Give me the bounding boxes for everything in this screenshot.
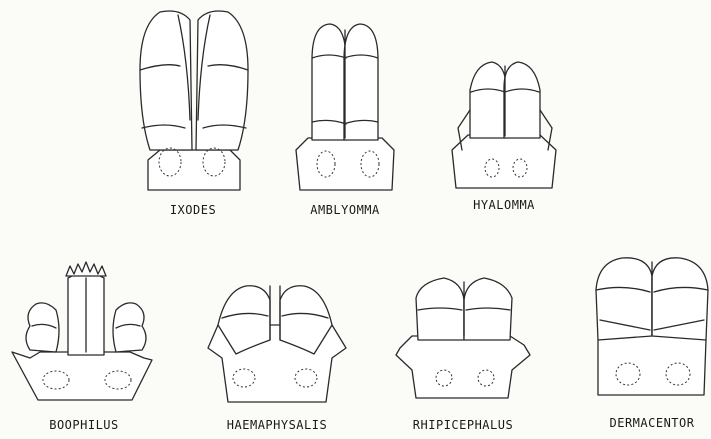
label-hyalomma: HYALOMMA: [473, 198, 535, 212]
rhipicephalus-capitulum: [396, 278, 530, 398]
label-dermacentor: DERMACENTOR: [610, 416, 695, 430]
label-haemaphysalis: HAEMAPHYSALIS: [227, 418, 327, 432]
boophilus-capitulum: [12, 262, 152, 400]
hyalomma-capitulum: [452, 62, 556, 188]
dermacentor-capitulum: [596, 258, 708, 395]
ixodes-capitulum: [140, 11, 248, 190]
haemaphysalis-capitulum: [208, 286, 346, 402]
label-amblyomma: AMBLYOMMA: [310, 203, 380, 217]
label-rhipicephalus: RHIPICEPHALUS: [413, 418, 513, 432]
label-boophilus: BOOPHILUS: [49, 418, 119, 432]
label-ixodes: IXODES: [170, 203, 216, 217]
amblyomma-capitulum: [296, 24, 394, 190]
